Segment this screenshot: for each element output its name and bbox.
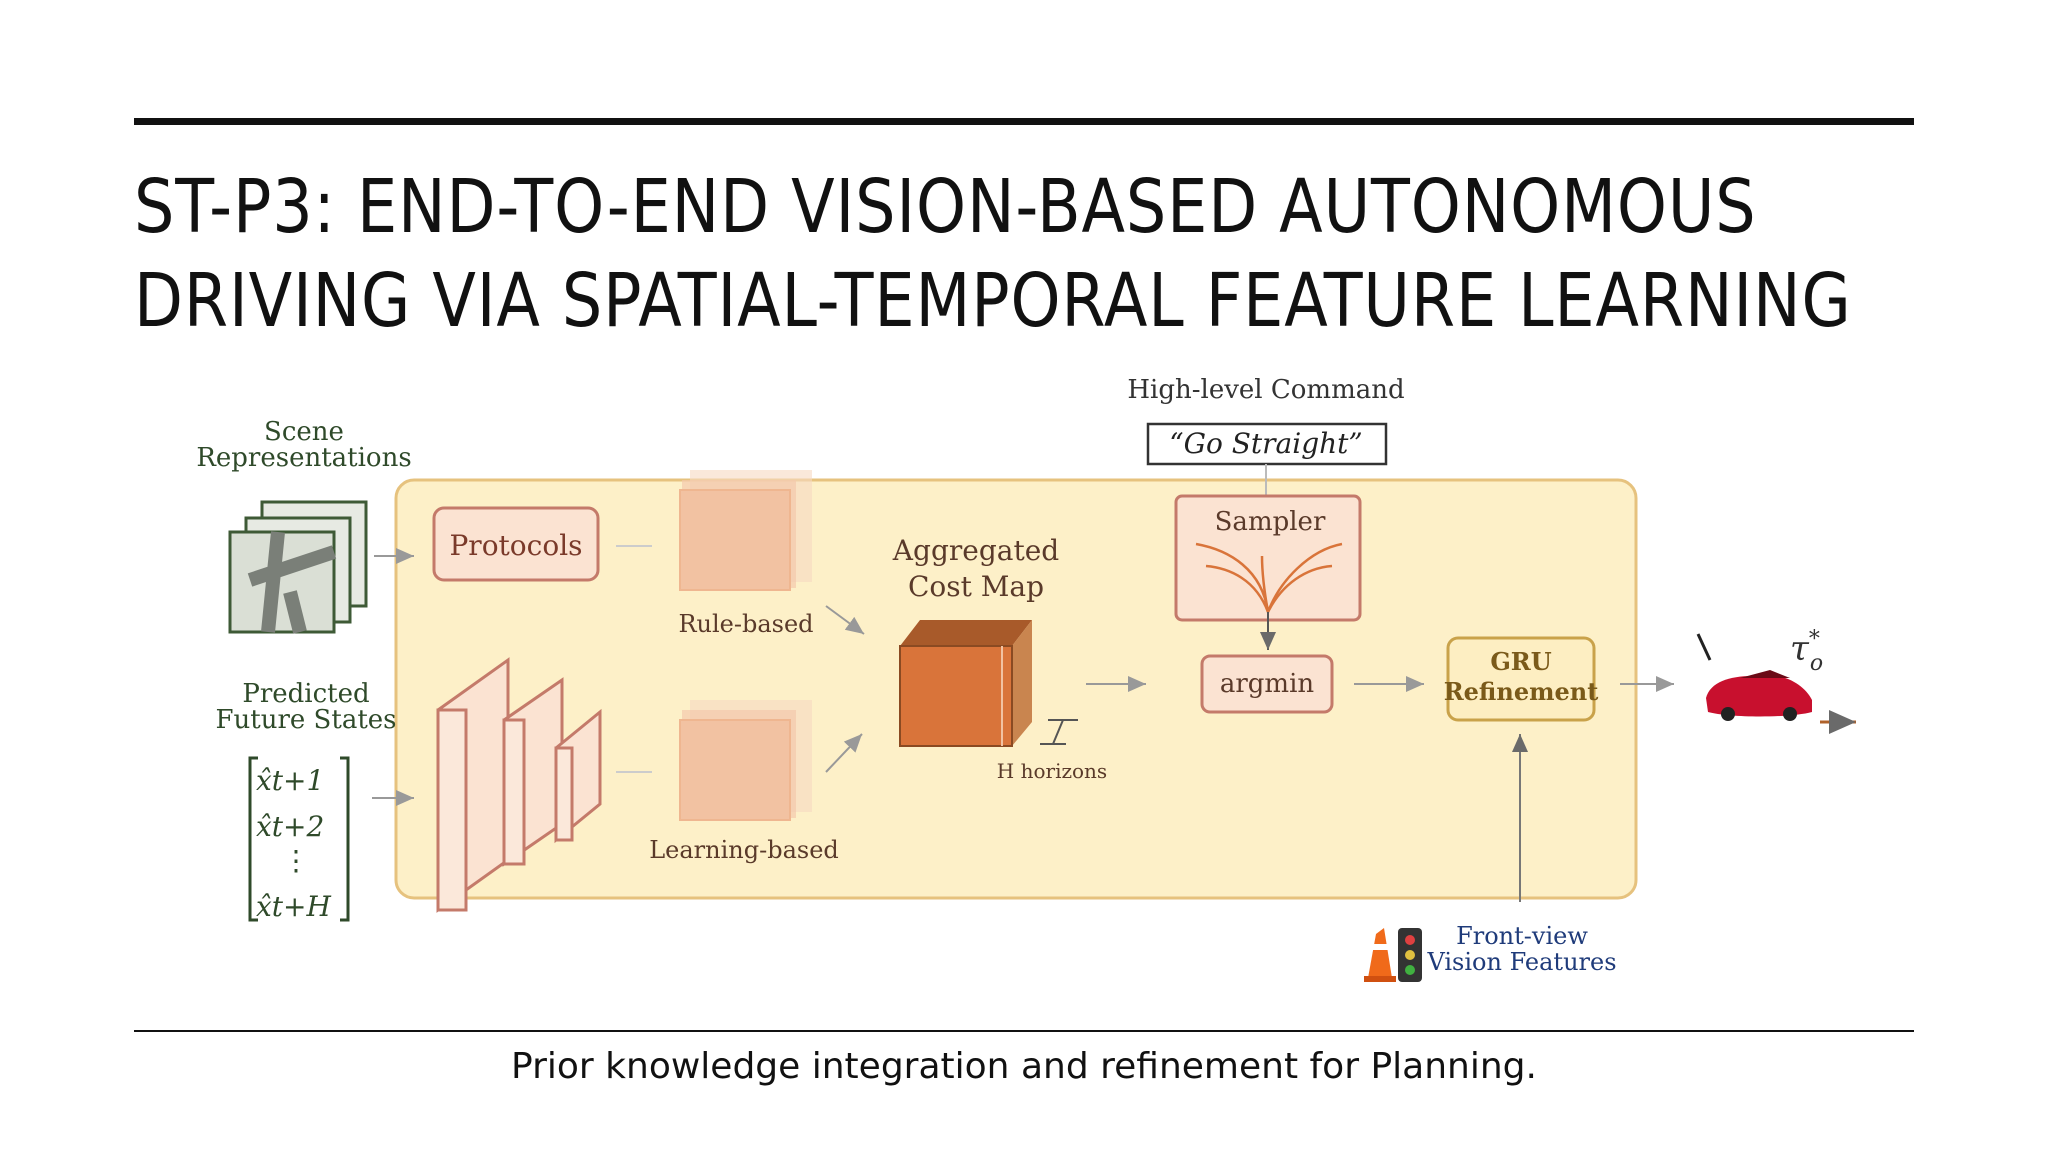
aggregated-label-1: Aggregated [892,534,1059,567]
horizon-marker-icon [1040,719,1078,745]
scene-label-2: Representations [196,443,411,473]
scene-stack-icon [228,500,368,634]
learning-based-cost-volume [679,700,812,821]
argmin-box [1200,654,1334,714]
rule-based-cost-volume [679,470,812,591]
predicted-label-1: Predicted [242,679,369,709]
go-straight-label: “Go Straight” [1169,427,1362,460]
gru-label-2: Refinement [1444,677,1599,706]
car-icon [1706,670,1812,721]
h-horizons-label: H horizons [997,759,1107,783]
title-line-2: DRIVING VIA SPATIAL-TEMPORAL FEATURE LEA… [134,258,1852,344]
protocols-box [432,506,600,582]
rule-based-label: Rule-based [678,610,813,638]
high-level-command-label: High-level Command [1127,375,1404,405]
learning-based-label: Learning-based [649,836,839,864]
aggregated-label-2: Cost Map [908,570,1044,603]
sampler-label: Sampler [1215,507,1326,537]
state-dots: ⋮ [282,844,310,877]
front-view-label-1: Front-view [1456,922,1588,950]
gru-refinement-box [1446,636,1596,722]
command-box [1146,422,1388,466]
trajectory-samples-icon [1195,542,1343,613]
traffic-cone-icon [1364,928,1396,982]
title-line-1: ST-P3: END-TO-END VISION-BASED AUTONOMOU… [134,164,1757,250]
tau-label: τ*o [1790,627,1823,676]
bottom-rule [134,1030,1914,1032]
front-view-label-2: Vision Features [1426,948,1616,976]
traffic-light-icon [1398,928,1422,982]
gru-label-1: GRU [1490,647,1551,676]
predicted-label-2: Future States [216,705,397,735]
protocols-label: Protocols [449,529,582,562]
argmin-label: argmin [1220,669,1315,699]
trajectory-mark [1696,633,1712,661]
scene-label-1: Scene [264,417,344,447]
slide-caption: Prior knowledge integration and refineme… [511,1046,1537,1087]
state-t2: x̂t+2 [256,810,324,843]
aggregated-cost-map [899,620,1032,747]
cnn-encoder-icon [436,657,602,913]
top-rule [134,118,1914,125]
slide-title: ST-P3: END-TO-END VISION-BASED AUTONOMOU… [134,160,1852,348]
state-vector: x̂t+1 x̂t+2 ⋮ x̂t+H [248,756,350,923]
state-tH: x̂t+H [256,890,332,923]
state-t1: x̂t+1 [256,764,324,797]
